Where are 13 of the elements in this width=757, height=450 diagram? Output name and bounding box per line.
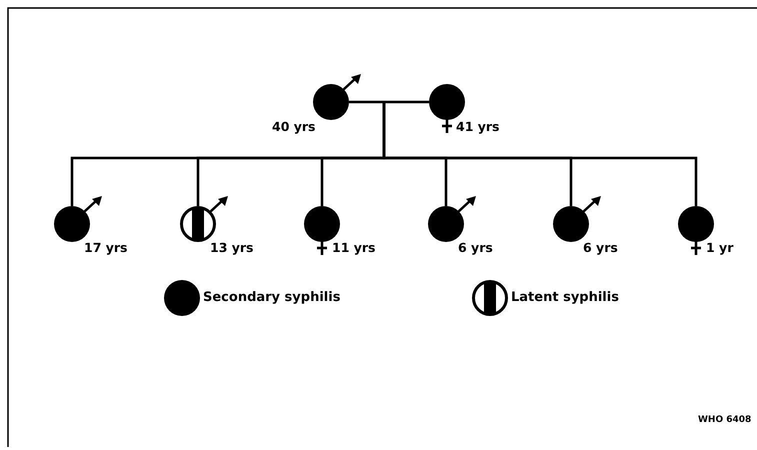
- age-label: 17 yrs: [84, 242, 128, 254]
- age-label: 11 yrs: [332, 242, 376, 254]
- age-label: 40 yrs: [272, 121, 316, 134]
- age-label: 41 yrs: [456, 121, 500, 134]
- age-label: 1 yr: [706, 242, 734, 254]
- age-label: 13 yrs: [210, 242, 254, 254]
- legend-text: Secondary syphilis: [203, 291, 340, 304]
- pedigree-line: [382, 102, 698, 206]
- pedigree-line: [349, 100, 429, 104]
- legend-text: Latent syphilis: [511, 291, 619, 304]
- age-label: 6 yrs: [458, 242, 493, 254]
- age-label: 6 yrs: [583, 242, 618, 254]
- figure-code: WHO 6408: [698, 416, 752, 425]
